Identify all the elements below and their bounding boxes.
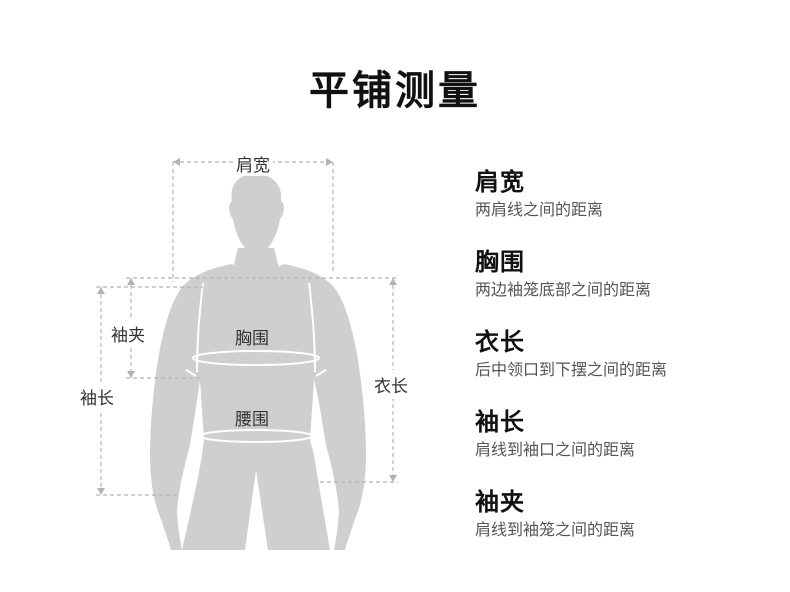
garment-detail-lines (185, 282, 327, 443)
page-title: 平铺测量 (309, 68, 481, 114)
legend-desc: 后中领口到下摆之间的距离 (475, 360, 668, 379)
legend-term: 肩宽 (475, 168, 525, 196)
legend-item-sleeve: 袖长 肩线到袖口之间的距离 (475, 405, 775, 485)
torso-shape (150, 264, 366, 550)
legend-item-length: 衣长 后中领口到下摆之间的距离 (475, 325, 775, 405)
legend-item-armhole: 袖夹 肩线到袖笼之间的距离 (475, 485, 775, 565)
right-sleeve-edge (315, 369, 327, 377)
legend-desc: 肩线到袖口之间的距离 (475, 440, 636, 459)
armhole-arrow-bottom (127, 371, 135, 378)
length-arrow-bottom (389, 475, 397, 482)
legend-desc: 肩线到袖笼之间的距离 (475, 520, 636, 539)
shoulder-arrow-left (173, 158, 180, 166)
body-length-label: 衣长 (374, 370, 408, 399)
legend-term: 袖长 (475, 408, 525, 436)
sleeve-arrow-bottom (97, 488, 105, 495)
legend-desc: 两边袖笼底部之间的距离 (475, 280, 652, 299)
body-silhouette (150, 174, 366, 550)
waist-label: 腰围 (235, 410, 269, 430)
waist-band-line (199, 429, 313, 443)
neck-shape (232, 248, 280, 272)
right-arm-separator (308, 282, 316, 373)
legend-item-shoulder: 肩宽 两肩线之间的距离 (475, 165, 775, 245)
armhole-label: 袖夹 (111, 319, 145, 348)
chest-label: 胸围 (235, 329, 269, 349)
armhole-arrow-top (127, 278, 135, 285)
head-shape (229, 174, 284, 256)
sleeve-length-label: 袖长 (80, 382, 114, 411)
legend-desc: 两肩线之间的距离 (475, 200, 604, 219)
chest-band-line (192, 350, 320, 366)
arrow-heads (97, 158, 397, 495)
left-sleeve-edge (185, 369, 197, 377)
left-arm-separator (196, 282, 204, 373)
sleeve-arrow-top (97, 287, 105, 294)
legend-term: 胸围 (475, 248, 525, 276)
legend-term: 袖夹 (475, 488, 525, 516)
length-arrow-top (389, 278, 397, 285)
shoulder-width-label: 肩宽 (233, 151, 273, 176)
shoulder-arrow-right (326, 158, 333, 166)
legend-term: 衣长 (475, 328, 525, 356)
measurement-legend: 肩宽 两肩线之间的距离 胸围 两边袖笼底部之间的距离 衣长 后中领口到下摆之间的… (475, 165, 775, 565)
legend-item-chest: 胸围 两边袖笼底部之间的距离 (475, 245, 775, 325)
